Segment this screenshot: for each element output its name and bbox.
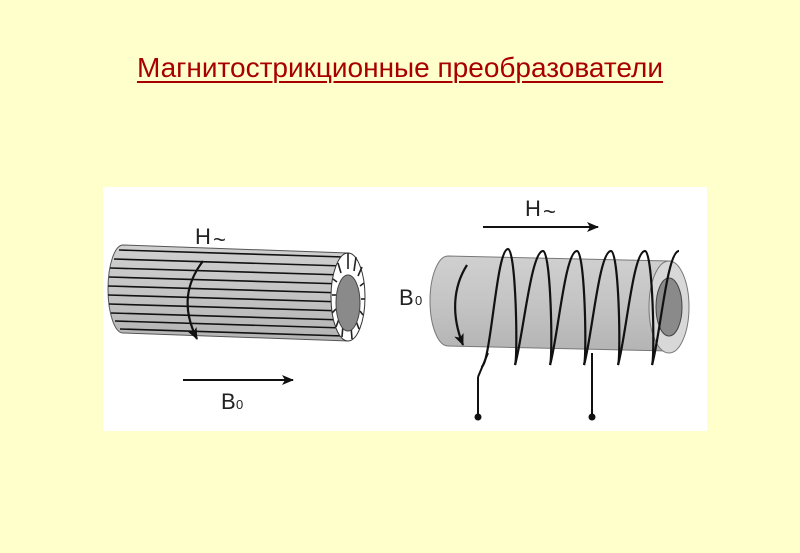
excitation-coil: [479, 247, 680, 369]
coil-terminal-right: [588, 413, 596, 421]
right-transducer: B 0 H ~: [399, 196, 690, 421]
left-cylinder-bore: [335, 274, 361, 332]
transducer-diagram: H ~ B 0 B 0: [107, 196, 690, 421]
left-transducer: H ~ B 0: [107, 224, 366, 414]
left-h-label: H: [195, 224, 211, 249]
right-h-label: H: [525, 196, 541, 221]
coil-terminal-left: [474, 413, 482, 421]
left-h-tilde: ~: [213, 227, 226, 252]
figure-panel: H ~ B 0 B 0: [103, 187, 707, 431]
right-b0-label: B: [399, 285, 414, 310]
right-b0-subscript: 0: [415, 293, 422, 308]
right-b0-field-arrow: [454, 264, 468, 346]
left-cylinder-stripes: [107, 249, 345, 337]
right-cylinder-bore: [655, 277, 683, 337]
left-h-field-arrow: [186, 260, 204, 340]
slide-title: Магнитострикционные преобразователи: [136, 52, 664, 83]
right-h-tilde: ~: [543, 199, 556, 224]
coil-leads: [477, 352, 593, 417]
left-b0-subscript: 0: [236, 397, 243, 412]
left-b0-label: B: [221, 389, 236, 414]
